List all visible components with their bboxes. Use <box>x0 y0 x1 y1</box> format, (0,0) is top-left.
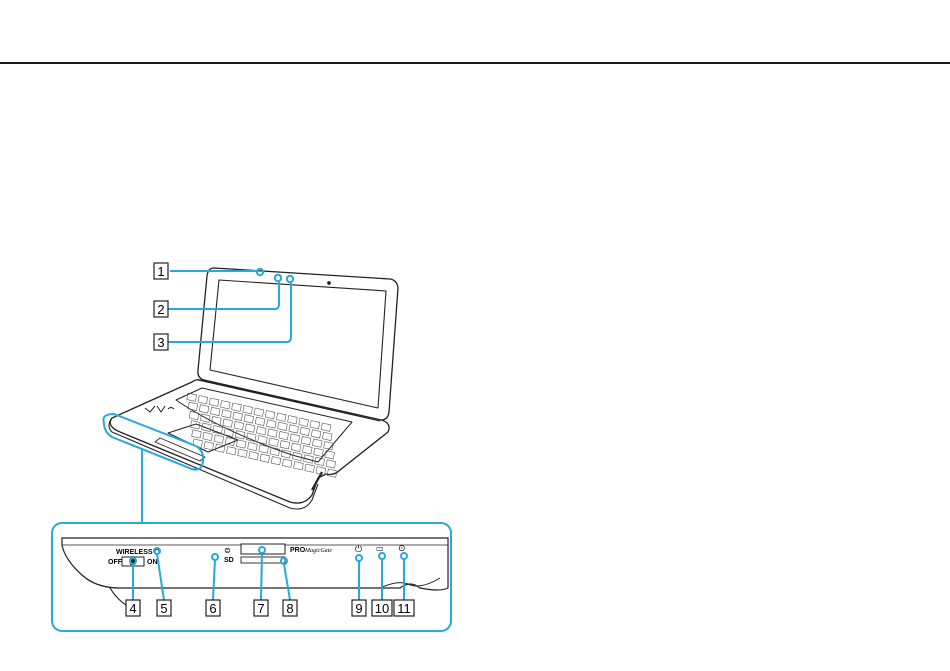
callout-number: 4 <box>129 601 136 616</box>
callout-number: 11 <box>397 601 411 616</box>
label-wireless: WIRELESS <box>116 549 153 556</box>
callout-1: 1 <box>154 263 168 279</box>
callout-6: 6 <box>206 600 220 616</box>
callout-number: 1 <box>157 264 164 279</box>
memory-card-icon: ⊜ <box>224 546 231 555</box>
callout-7: 7 <box>254 600 268 616</box>
label-pro: PRO <box>290 547 306 554</box>
label-on: ON <box>147 559 158 566</box>
callout-number: 8 <box>286 601 293 616</box>
sd-card-slot <box>241 557 285 563</box>
charge-indicator-icon: ▭ <box>376 544 384 553</box>
callout-2: 2 <box>154 301 168 317</box>
callout-11: 11 <box>394 600 414 616</box>
callout-8: 8 <box>283 600 297 616</box>
callout-4: 4 <box>126 600 140 616</box>
callout-9: 9 <box>352 600 366 616</box>
callout-number: 9 <box>355 601 362 616</box>
callout-10: 10 <box>372 600 392 616</box>
label-off: OFF <box>108 559 123 566</box>
label-magicgate: MagicGate <box>304 548 332 554</box>
callout-number: 7 <box>257 601 264 616</box>
label-sd: SD <box>224 557 234 564</box>
callout-number: 3 <box>157 335 164 350</box>
callout-5: 5 <box>157 600 171 616</box>
power-indicator-icon: ⏻ <box>355 544 362 555</box>
callout-number: 10 <box>375 601 389 616</box>
callout-number: 5 <box>160 601 167 616</box>
callout-number: 2 <box>157 302 164 317</box>
callout-3: 3 <box>154 334 168 350</box>
callout-number: 6 <box>209 601 216 616</box>
laptop-illustration <box>109 268 398 509</box>
